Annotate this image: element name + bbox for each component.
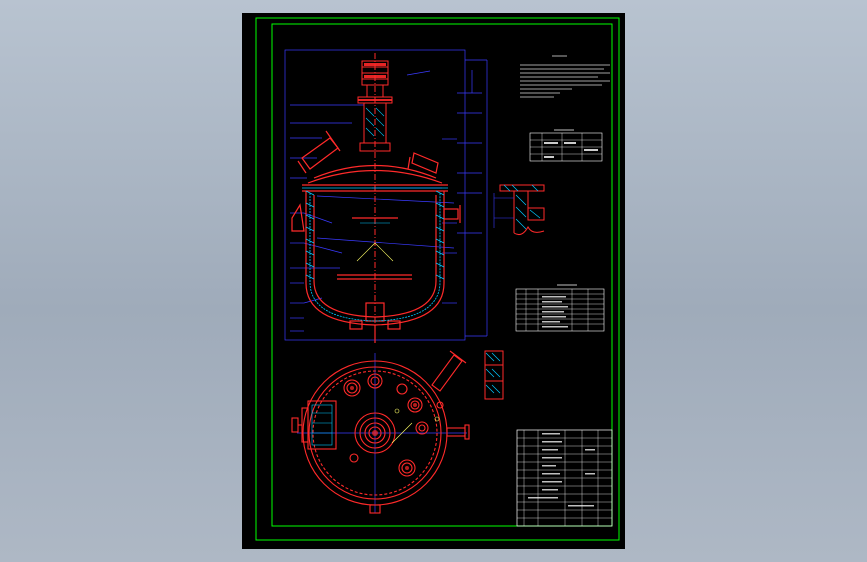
nozzle-schedule-table [515, 284, 605, 332]
cad-drawing [255, 17, 620, 541]
vessel-elevation-view [284, 49, 488, 343]
drawing-sheet [242, 13, 625, 549]
title-block [516, 429, 613, 527]
technical-notes [520, 55, 610, 98]
flange-detail-view [493, 184, 545, 235]
jacket-detail-view [484, 350, 504, 400]
nozzle-plan-view [291, 350, 470, 514]
outer-frame [255, 17, 620, 541]
design-data-table [529, 129, 603, 162]
inner-frame [271, 23, 613, 527]
